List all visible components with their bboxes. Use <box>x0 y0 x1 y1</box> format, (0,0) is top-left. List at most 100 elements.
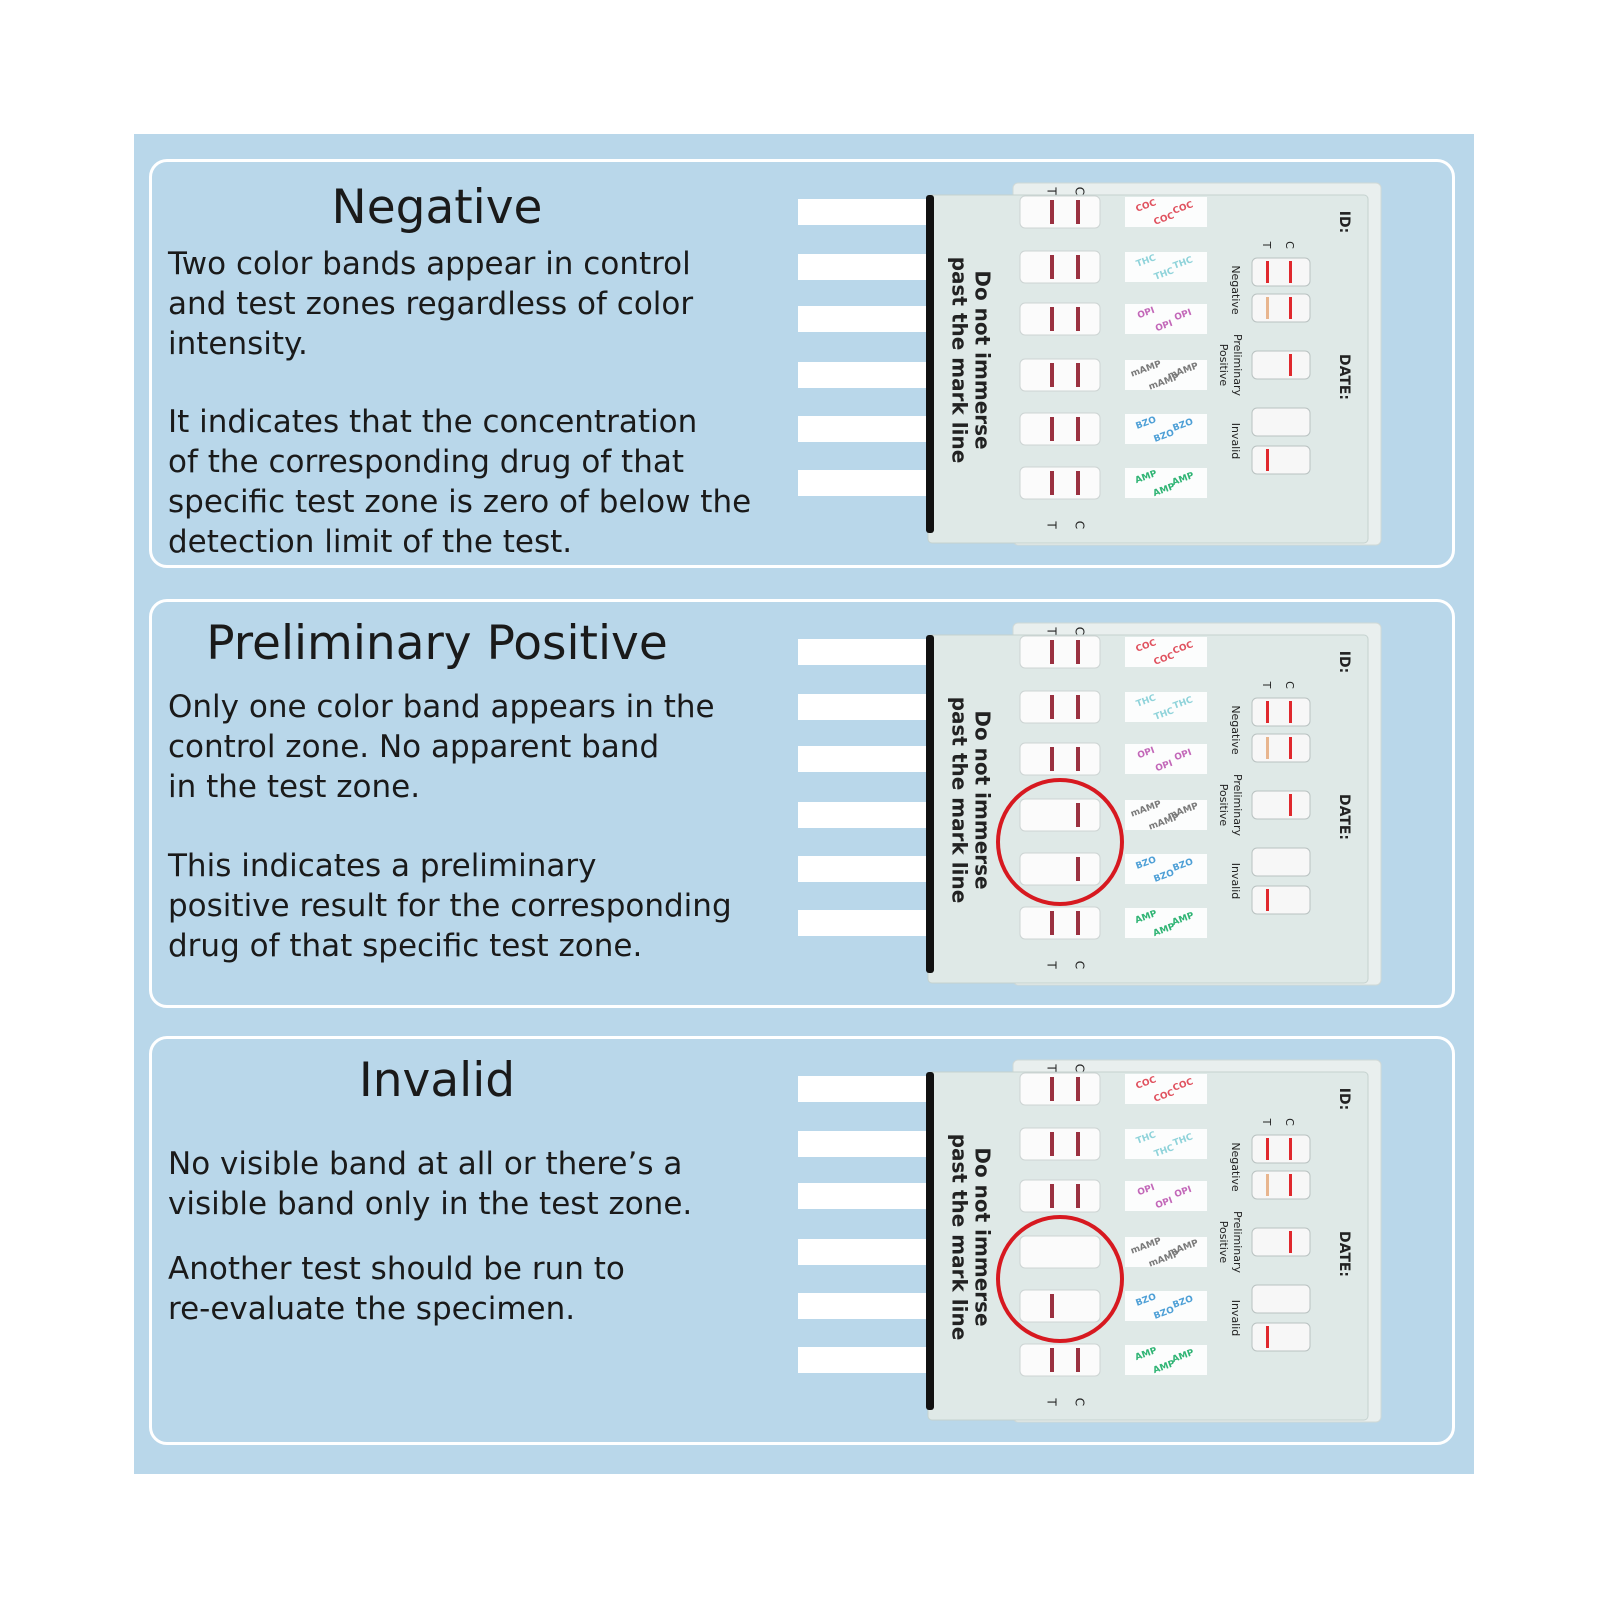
test-band <box>1050 417 1054 441</box>
legend-test-band <box>1266 889 1269 911</box>
legend-test-band <box>1266 1326 1269 1348</box>
sample-strip <box>798 1239 928 1265</box>
legend-c-label: C <box>1283 681 1296 689</box>
c-label: C <box>1073 627 1087 635</box>
sample-strip <box>798 802 928 828</box>
legend-test-band <box>1266 449 1269 471</box>
result-window <box>1019 1179 1101 1213</box>
result-window <box>1019 742 1101 776</box>
control-band <box>1076 1077 1080 1101</box>
sample-strip <box>798 306 928 332</box>
test-band <box>1050 1184 1054 1208</box>
sample-strip <box>798 694 928 720</box>
result-window <box>1019 466 1101 500</box>
result-window <box>1019 1235 1101 1269</box>
test-band <box>1050 747 1054 771</box>
result-window <box>1019 250 1101 284</box>
result-window <box>1019 906 1101 940</box>
result-window <box>1019 690 1101 724</box>
legend-invalid-label: Invalid <box>1229 423 1242 460</box>
sample-strip <box>798 746 928 772</box>
c-label: C <box>1073 1398 1087 1406</box>
legend-control-band <box>1289 354 1292 376</box>
legend-window <box>1251 847 1311 877</box>
sample-strip <box>798 639 928 665</box>
panel-explanation: It indicates that the concentration of t… <box>168 404 752 560</box>
result-window <box>1019 1289 1101 1323</box>
panel-title: Preliminary Positive <box>206 616 668 671</box>
legend-positive-label: Positive <box>1217 344 1230 387</box>
legend-window <box>1251 697 1311 727</box>
legend-invalid-label: Invalid <box>1229 1300 1242 1337</box>
control-band <box>1076 255 1080 279</box>
drug-label-sticker <box>1125 1181 1207 1211</box>
panel-title: Negative <box>331 180 543 235</box>
panel-description: Two color bands appear in control and te… <box>168 246 694 362</box>
legend-control-band <box>1289 297 1292 319</box>
id-label: ID: <box>1336 651 1352 673</box>
legend-positive-label: Positive <box>1217 1221 1230 1264</box>
t-label: T <box>1045 960 1059 969</box>
test-band <box>1050 200 1054 224</box>
legend-control-band <box>1289 1174 1292 1196</box>
legend-positive-label: Positive <box>1217 784 1230 827</box>
test-band <box>1050 911 1054 935</box>
legend-t-label: T <box>1260 241 1273 249</box>
legend-window <box>1251 445 1311 475</box>
c-label: C <box>1073 187 1087 195</box>
sample-strip <box>798 1293 928 1319</box>
panel-preliminary-positive: Preliminary Positive Only one color band… <box>149 599 1455 1008</box>
legend-test-band <box>1266 701 1269 723</box>
legend-invalid-label: Invalid <box>1229 863 1242 900</box>
legend-control-band <box>1289 737 1292 759</box>
result-window <box>1019 635 1101 669</box>
t-label: T <box>1045 1397 1059 1406</box>
test-band <box>1050 1348 1054 1372</box>
result-window <box>1019 798 1101 832</box>
drug-label-sticker <box>1125 1074 1207 1104</box>
id-label: ID: <box>1336 211 1352 233</box>
drug-label-sticker <box>1125 252 1207 282</box>
sample-strip <box>798 1347 928 1373</box>
immerse-mark-line <box>926 195 934 533</box>
infographic-board: Negative Two color bands appear in contr… <box>134 134 1474 1474</box>
control-band <box>1076 695 1080 719</box>
t-label: T <box>1045 626 1059 635</box>
result-window <box>1019 1072 1101 1106</box>
control-band <box>1076 803 1080 827</box>
test-band <box>1050 363 1054 387</box>
legend-c-label: C <box>1283 241 1296 249</box>
id-label: ID: <box>1336 1088 1352 1110</box>
panel-explanation: This indicates a preliminary positive re… <box>168 848 732 964</box>
result-window <box>1019 302 1101 336</box>
c-label: C <box>1073 961 1087 969</box>
panel-title: Invalid <box>358 1053 516 1108</box>
warning-text: Do not immerse <box>971 270 995 449</box>
test-band <box>1050 255 1054 279</box>
panel-negative: Negative Two color bands appear in contr… <box>149 159 1455 568</box>
legend-control-band <box>1289 701 1292 723</box>
panel-description: Only one color band appears in the contr… <box>168 689 715 805</box>
control-band <box>1076 1132 1080 1156</box>
c-label: C <box>1073 521 1087 529</box>
warning-text: past the mark line <box>948 1134 972 1341</box>
drug-label-sticker <box>1125 637 1207 667</box>
control-band <box>1076 640 1080 664</box>
drug-label-sticker <box>1125 908 1207 938</box>
warning-text: past the mark line <box>948 257 972 464</box>
t-label: T <box>1045 520 1059 529</box>
legend-window <box>1251 407 1311 437</box>
test-band <box>1050 695 1054 719</box>
sample-strip <box>798 1183 928 1209</box>
drug-label-sticker <box>1125 1129 1207 1159</box>
drug-label-sticker <box>1125 692 1207 722</box>
legend-test-band <box>1266 1138 1269 1160</box>
t-label: T <box>1045 186 1059 195</box>
drug-label-sticker <box>1125 304 1207 334</box>
control-band <box>1076 200 1080 224</box>
control-band <box>1076 747 1080 771</box>
sample-strip <box>798 199 928 225</box>
legend-window <box>1251 350 1311 380</box>
